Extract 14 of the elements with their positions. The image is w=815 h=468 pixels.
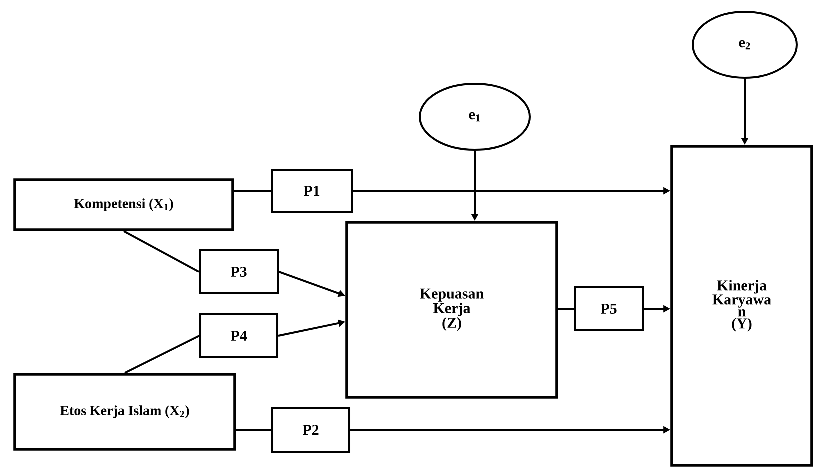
path-box: P2 bbox=[272, 407, 350, 453]
connector-line bbox=[124, 230, 200, 273]
path-box: P5 bbox=[574, 286, 644, 332]
variable-box: Kinerja Karyawa n (Y) bbox=[670, 145, 814, 467]
connector-line bbox=[124, 335, 200, 374]
variable-box: Kepuasan Kerja (Z) bbox=[346, 221, 558, 399]
connector-line bbox=[558, 308, 574, 310]
variable-box: Kompetensi (X$_{1}$) bbox=[14, 178, 234, 232]
connector-line bbox=[234, 190, 271, 192]
path-box: P3 bbox=[199, 250, 279, 294]
connector-line bbox=[236, 429, 272, 431]
variable-box: Etos Kerja Islam (X$_{2}$) bbox=[14, 373, 236, 451]
path-box: P4 bbox=[200, 314, 278, 358]
path-box: P1 bbox=[271, 169, 353, 213]
